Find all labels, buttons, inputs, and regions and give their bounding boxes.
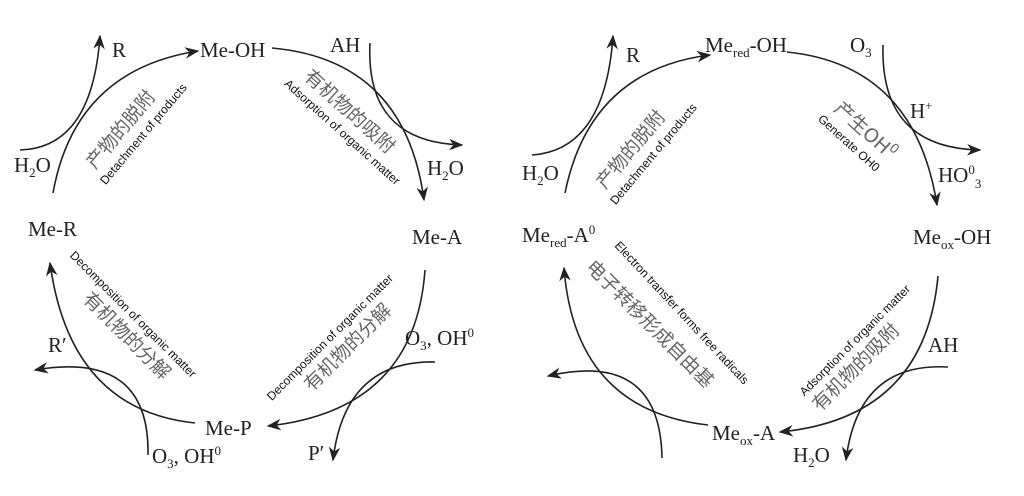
arc-decomposition-right bbox=[266, 269, 426, 431]
species-h2o-left: H2O bbox=[522, 161, 559, 188]
species-o3: O3 bbox=[850, 33, 872, 60]
arrow-r-out bbox=[19, 34, 105, 151]
arc-detachment bbox=[52, 47, 200, 194]
species-h2o-left: H2O bbox=[14, 153, 51, 180]
species-o3-oh0-right: O3, OH0 bbox=[405, 325, 474, 353]
species-p-prime: P′ bbox=[308, 441, 324, 465]
species-me-ox-a: Meox-A bbox=[712, 421, 776, 448]
arrow-r-out bbox=[531, 34, 618, 156]
species-me-a: Me-A bbox=[412, 225, 463, 249]
right-cycle: Mered-OH R O3 H+ HO03 H2O Meox-OH Mered-… bbox=[522, 33, 991, 470]
arc-generate-oh bbox=[786, 51, 941, 207]
arrow-ah-in bbox=[369, 42, 464, 151]
arrow-o3-in bbox=[882, 44, 982, 156]
arrow-h2o-out bbox=[841, 366, 949, 462]
species-r-prime: R′ bbox=[48, 333, 67, 357]
arrow-p-out bbox=[328, 361, 436, 462]
arc-electron-transfer bbox=[559, 266, 709, 426]
arc-decomposition-left bbox=[46, 261, 196, 424]
species-h2o-bottom: H2O bbox=[793, 443, 830, 470]
species-ah: AH bbox=[928, 333, 958, 357]
species-me-p: Me-P bbox=[205, 416, 252, 440]
species-me-ox-oh: Meox-OH bbox=[913, 225, 991, 252]
left-cycle: Me-OH R AH H2O H2O Me-R Me-A R′ O3, OH0 … bbox=[14, 33, 474, 471]
arrow-left-out bbox=[546, 367, 663, 459]
label-decomposition-left-en: Decomposition of organic matter bbox=[67, 248, 199, 380]
arc-adsorption bbox=[271, 47, 428, 202]
species-me-oh: Me-OH bbox=[200, 38, 265, 62]
species-h-plus: H+ bbox=[910, 98, 933, 123]
arrow-r-prime-out bbox=[33, 362, 149, 456]
species-r: R bbox=[626, 43, 640, 67]
species-me-r: Me-R bbox=[28, 217, 77, 241]
arc-adsorption bbox=[778, 275, 939, 437]
species-ho3-0: HO03 bbox=[938, 162, 981, 191]
species-me-red-oh: Mered-OH bbox=[705, 33, 787, 60]
arc-detachment bbox=[564, 50, 712, 194]
species-o3-oh0-bottom: O3, OH0 bbox=[152, 443, 221, 471]
species-r: R bbox=[112, 38, 126, 62]
species-h2o-right: H2O bbox=[427, 156, 464, 183]
species-me-red-a0: Mered-A0 bbox=[522, 222, 595, 250]
species-ah: AH bbox=[330, 33, 360, 57]
